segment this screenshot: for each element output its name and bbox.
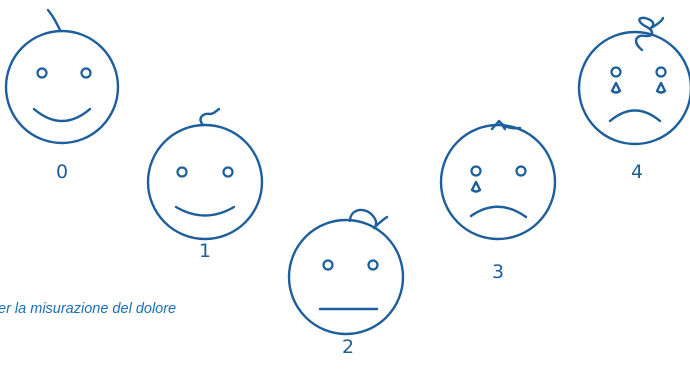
happy-face-icon — [4, 29, 120, 145]
face-label-3: 3 — [492, 261, 504, 283]
face-eye-left — [176, 166, 188, 178]
sad-tear-face-icon — [439, 123, 557, 241]
face-eye-right — [80, 67, 92, 79]
face-hair-curl — [490, 119, 522, 131]
face-hair-curl — [46, 8, 62, 32]
face-1: 1 — [146, 107, 264, 262]
face-label-1: 1 — [199, 240, 211, 262]
figure-caption: er la misurazione del dolore — [0, 301, 177, 317]
face-eye-right — [367, 259, 379, 271]
face-hair-curl — [199, 107, 221, 127]
face-label-0: 0 — [56, 161, 68, 183]
face-eye-right — [655, 66, 667, 78]
face-tear-right — [655, 81, 667, 94]
face-tear — [470, 180, 482, 193]
face-hair-curl — [348, 208, 389, 230]
face-eye-left — [36, 67, 48, 79]
slightly-happy-face-icon — [146, 123, 264, 241]
face-mouth — [469, 205, 528, 219]
crying-face-icon — [577, 30, 690, 146]
face-eye-right — [515, 165, 527, 177]
face-eye-left — [470, 165, 482, 177]
face-mouth — [32, 107, 92, 123]
face-tear-left — [610, 81, 622, 94]
face-3: 3 — [439, 119, 557, 283]
face-mouth — [608, 109, 662, 123]
face-mouth — [174, 205, 236, 217]
neutral-face-icon — [287, 218, 405, 336]
face-eye-right — [222, 166, 234, 178]
face-0: 0 — [4, 8, 120, 183]
face-label-2: 2 — [342, 336, 354, 358]
face-4: 4 — [577, 16, 690, 183]
face-eye-left — [322, 259, 334, 271]
face-2: 2 — [287, 208, 405, 358]
face-hair-curl — [634, 16, 665, 52]
face-eye-left — [610, 66, 622, 78]
face-label-4: 4 — [631, 161, 643, 183]
